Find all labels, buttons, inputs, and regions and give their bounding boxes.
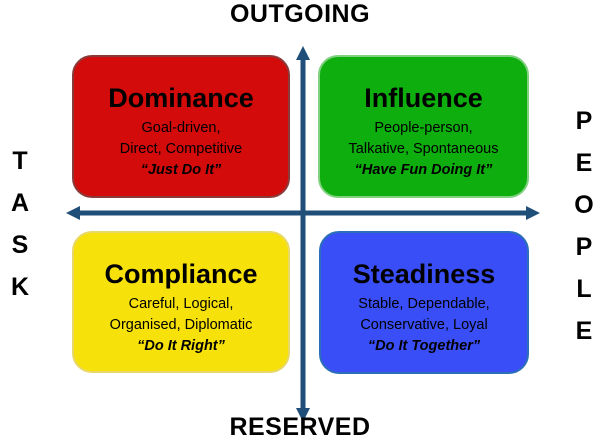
axis-label-task: TASK [6, 147, 34, 315]
quadrant-trait: Stable, Dependable, [358, 296, 490, 312]
quadrant-motto: “Have Fun Doing It” [354, 162, 493, 178]
quadrant-trait: Organised, Diplomatic [109, 317, 253, 333]
quadrant-motto: “Do It Together” [367, 338, 481, 354]
quadrant-trait: Direct, Competitive [119, 141, 243, 157]
quadrant-trait: Conservative, Loyal [360, 317, 488, 333]
quadrant-motto: “Just Do It” [140, 162, 222, 178]
quadrant-title: Compliance [104, 259, 258, 289]
quadrant-motto: “Do It Right” [137, 338, 225, 354]
quadrant-title: Steadiness [352, 259, 496, 289]
axis-label-reserved: RESERVED [229, 413, 371, 441]
arrow-right-icon [526, 206, 540, 220]
quadrant-influence: Influence People-person, Talkative, Spon… [318, 55, 529, 198]
quadrant-trait: Talkative, Spontaneous [348, 141, 499, 157]
quadrant-compliance: Compliance Careful, Logical, Organised, … [72, 231, 290, 373]
axis-label-outgoing: OUTGOING [229, 0, 371, 28]
quadrant-trait: People-person, [374, 120, 473, 136]
axis-label-people: PEOPLE [570, 107, 598, 359]
arrow-down-icon [296, 408, 310, 422]
arrow-left-icon [66, 206, 80, 220]
quadrant-trait: Goal-driven, [141, 120, 221, 136]
arrow-up-icon [296, 46, 310, 60]
quadrant-dominance: Dominance Goal-driven, Direct, Competiti… [72, 55, 290, 198]
quadrant-trait: Careful, Logical, [128, 296, 234, 312]
quadrant-title: Influence [364, 83, 483, 113]
quadrant-title: Dominance [108, 83, 254, 113]
quadrant-steadiness: Steadiness Stable, Dependable, Conservat… [319, 231, 529, 374]
